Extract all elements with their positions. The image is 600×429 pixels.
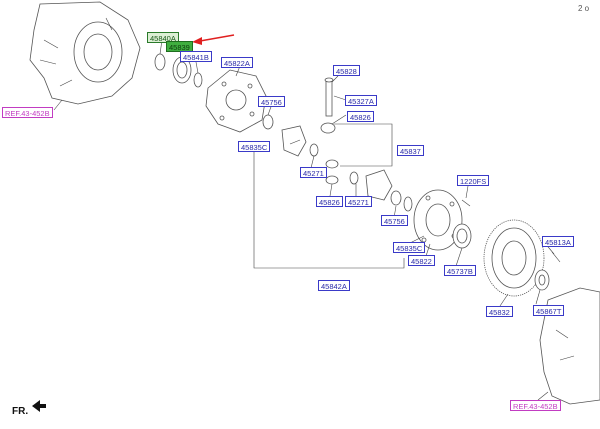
front-direction-label: FR. [12, 406, 29, 417]
pointer-arrow [192, 34, 235, 45]
differential-case-right [413, 189, 463, 251]
side-gear-right [365, 169, 413, 212]
leader-lines [53, 39, 555, 401]
washers-upper [262, 114, 336, 134]
part-label-45271-right[interactable]: 45271 [345, 196, 372, 207]
part-label-45756-bottom[interactable]: 45756 [381, 215, 408, 226]
part-label-45756-top[interactable]: 45756 [258, 96, 285, 107]
part-label-45327A[interactable]: 45327A [345, 95, 377, 106]
part-label-45835C-bottom[interactable]: 45835C [393, 242, 426, 253]
ref-label-top-left[interactable]: REF.43-452B [2, 107, 53, 118]
part-label-45813A[interactable]: 45813A [542, 236, 574, 247]
part-label-45867T[interactable]: 45867T [533, 305, 565, 316]
part-label-45839[interactable]: 45839 [166, 41, 193, 52]
bearing-45737B [452, 223, 472, 249]
front-direction-arrow [32, 400, 46, 412]
ring-gear-45832 [483, 219, 545, 297]
part-label-45822[interactable]: 45822 [408, 255, 435, 266]
pinion-shaft [324, 77, 347, 117]
part-label-45826-bottom[interactable]: 45826 [316, 196, 343, 207]
leader-45837 [334, 123, 393, 167]
part-label-45841B[interactable]: 45841B [180, 51, 212, 62]
transmission-housing-top [29, 1, 141, 105]
ref-label-bottom-right[interactable]: REF.43-452B [510, 400, 561, 411]
corner-page-indicator: 2 o [578, 4, 590, 13]
part-label-45840A[interactable]: 45840A [147, 32, 179, 43]
part-label-45837[interactable]: 45837 [397, 145, 424, 156]
bolt-45813A [534, 251, 561, 291]
part-label-45826-top[interactable]: 45826 [347, 111, 374, 122]
side-gear-left [281, 125, 359, 185]
part-label-45842A[interactable]: 45842A [318, 280, 350, 291]
bolt-1220FS [461, 199, 471, 207]
differential-case [205, 69, 267, 133]
part-label-45737B[interactable]: 45737B [444, 265, 476, 276]
part-label-45832[interactable]: 45832 [486, 306, 513, 317]
part-label-45835C-top[interactable]: 45835C [238, 141, 271, 152]
part-label-45828[interactable]: 45828 [333, 65, 360, 76]
part-label-45822A[interactable]: 45822A [221, 57, 253, 68]
part-label-1220FS[interactable]: 1220FS [457, 175, 490, 186]
bearing-group-left [154, 53, 203, 88]
leader-45842A [253, 152, 405, 269]
part-label-45271-left[interactable]: 45271 [300, 167, 327, 178]
transmission-housing-bottom [539, 287, 600, 405]
